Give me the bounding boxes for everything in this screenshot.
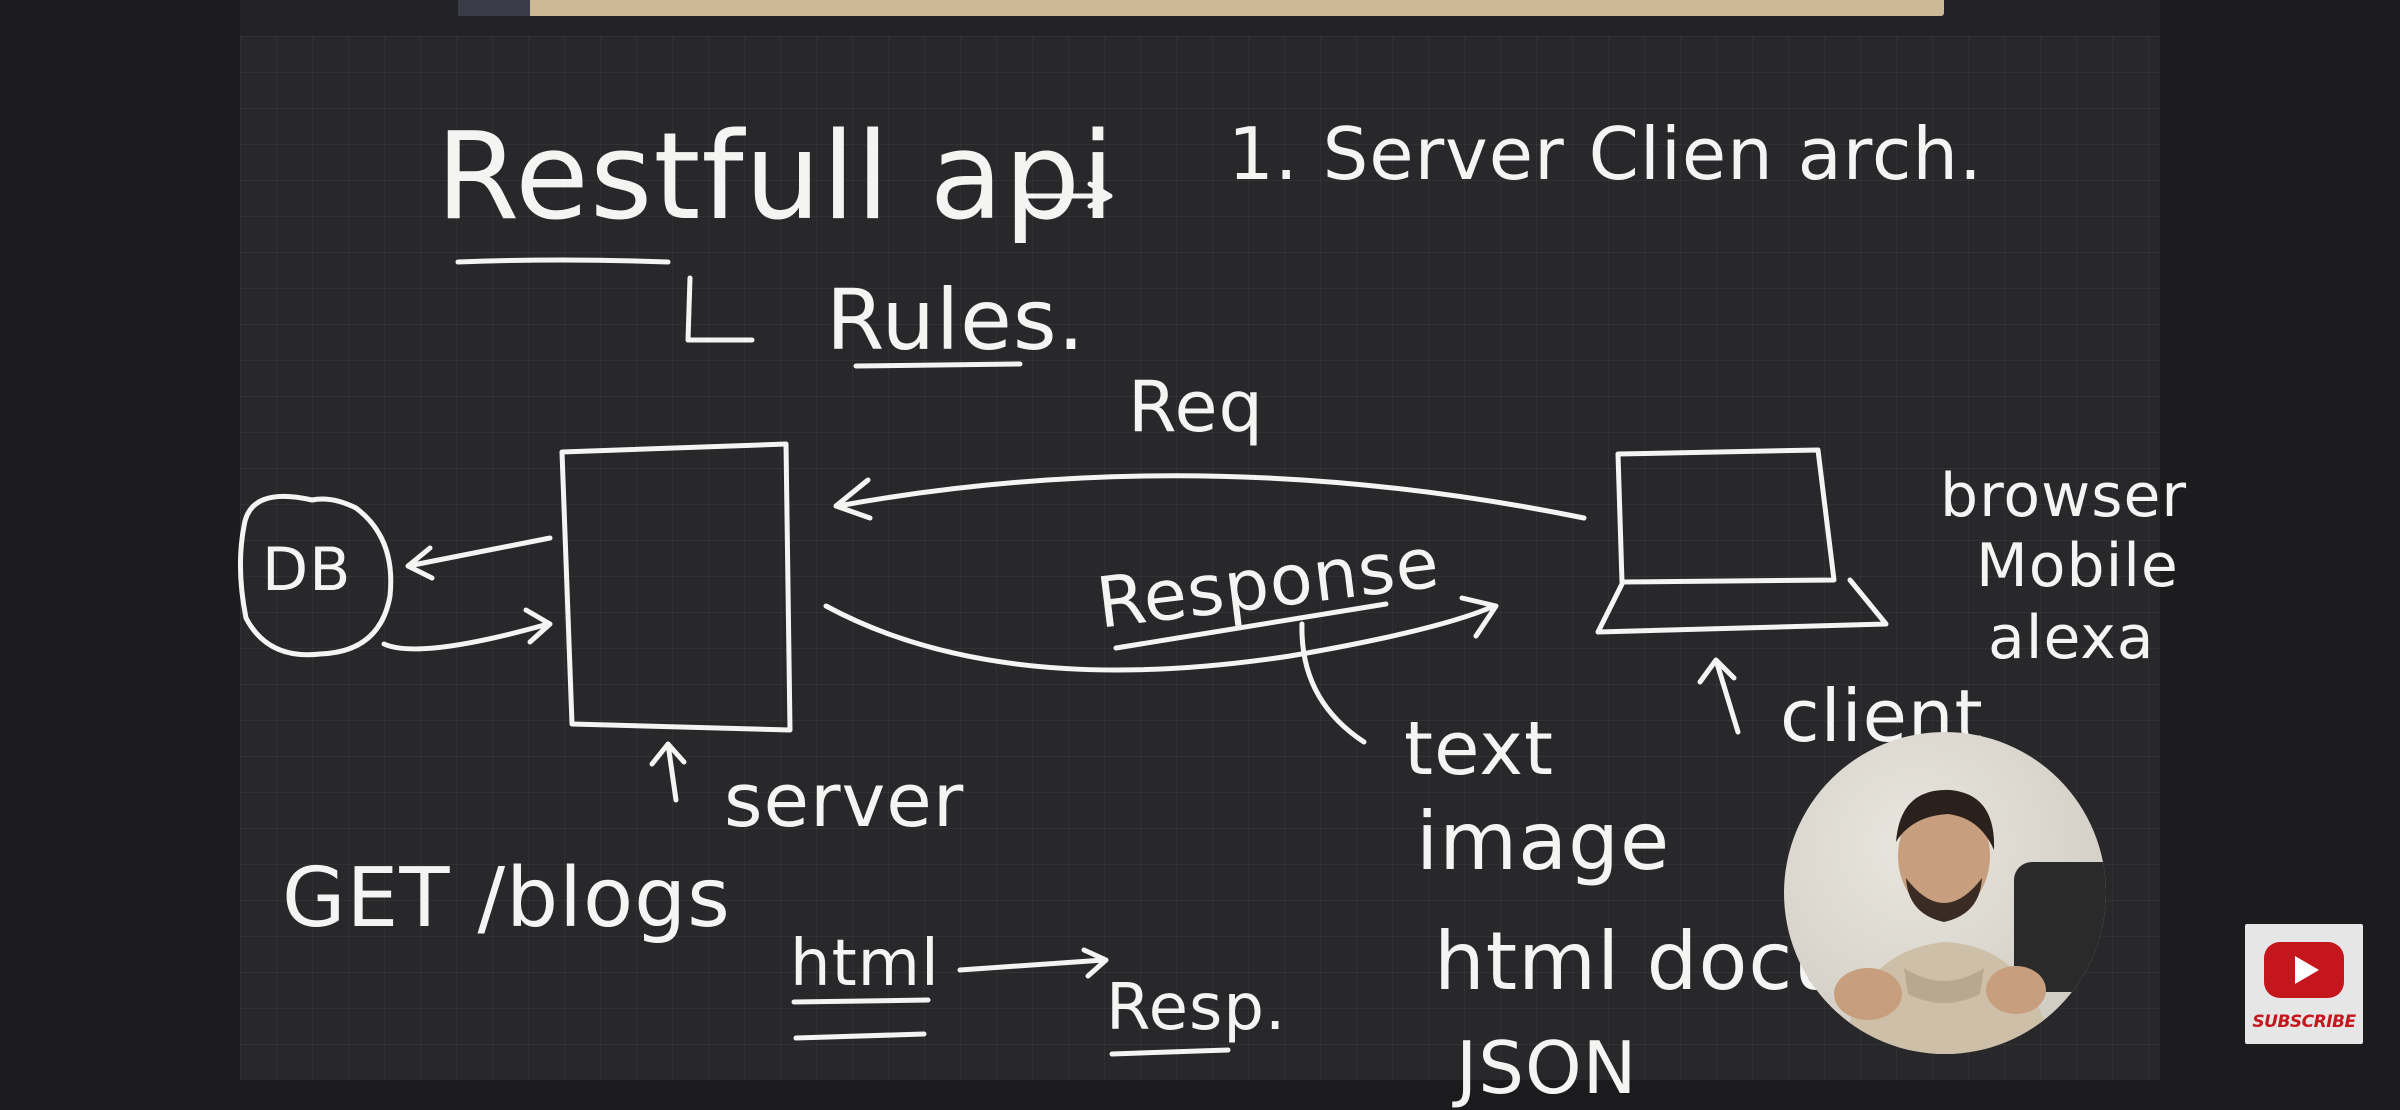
server-arrow-icon xyxy=(649,741,687,803)
point-one-text: 1. Server Clien arch. xyxy=(1228,112,1983,196)
presenter-webcam xyxy=(1784,732,2106,1054)
html-underline xyxy=(791,997,931,1041)
right-letterbox xyxy=(2160,0,2400,1080)
youtube-play-icon xyxy=(2264,942,2344,998)
get-blogs-text: GET /blogs xyxy=(282,851,731,946)
req-label: Req xyxy=(1128,366,1264,448)
html-text: html xyxy=(790,927,940,1001)
client-arrow-icon xyxy=(1697,657,1741,735)
title-underline xyxy=(455,257,671,265)
resp-text: Resp. xyxy=(1106,971,1287,1045)
client-laptop-screen xyxy=(1615,447,1837,585)
html-arrow-icon xyxy=(957,947,1109,979)
client-list-alexa: alexa xyxy=(1988,603,2155,673)
whiteboard-drawing xyxy=(237,181,1889,1057)
db-label: DB xyxy=(262,535,352,605)
rules-text: Rules. xyxy=(826,271,1086,369)
rules-connector xyxy=(685,275,755,343)
response-type-html: html docu xyxy=(1434,915,1846,1008)
response-arrow-icon xyxy=(823,595,1499,673)
presenter-avatar xyxy=(1834,789,2106,1054)
subscribe-button[interactable]: SUBSCRIBE xyxy=(2245,924,2363,1044)
server-box xyxy=(559,441,793,733)
rules-underline xyxy=(853,361,1023,369)
subscribe-label: SUBSCRIBE xyxy=(2252,1012,2356,1032)
client-list-mobile: Mobile xyxy=(1976,531,2179,601)
server-label: server xyxy=(724,758,965,844)
response-type-json: JSON xyxy=(1456,1026,1638,1110)
request-arrow-icon xyxy=(833,473,1587,521)
top-strip-edge xyxy=(458,0,530,16)
response-types-connector xyxy=(1299,621,1367,745)
response-type-text: text xyxy=(1404,706,1555,792)
title-text: Restfull api xyxy=(436,108,1116,247)
left-letterbox xyxy=(0,0,240,1080)
title-arrow-icon xyxy=(1017,181,1113,209)
response-underline xyxy=(1113,601,1389,651)
db-arrow-in-icon xyxy=(405,535,553,581)
response-type-image: image xyxy=(1416,795,1671,888)
db-arrow-out-icon xyxy=(381,607,553,652)
db-circle xyxy=(237,493,394,658)
client-list-browser: browser xyxy=(1940,461,2188,531)
resp-underline xyxy=(1109,1047,1231,1057)
top-strip xyxy=(458,0,1944,16)
client-laptop-base xyxy=(1595,577,1889,635)
